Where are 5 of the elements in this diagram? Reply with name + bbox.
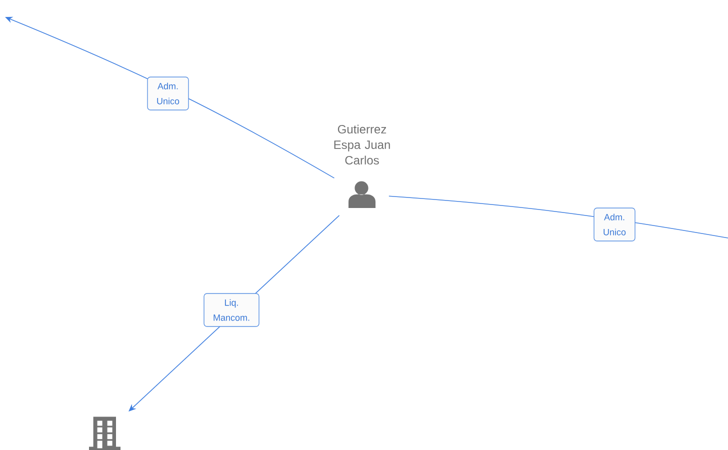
building-icon: [89, 416, 120, 450]
edge-label: Liq. Mancom.: [204, 293, 260, 327]
person-name: Gutierrez Espa Juan Carlos: [334, 124, 390, 164]
edge-label: Adm. Unico: [147, 76, 189, 110]
edge-label: Adm. Unico: [594, 208, 636, 242]
